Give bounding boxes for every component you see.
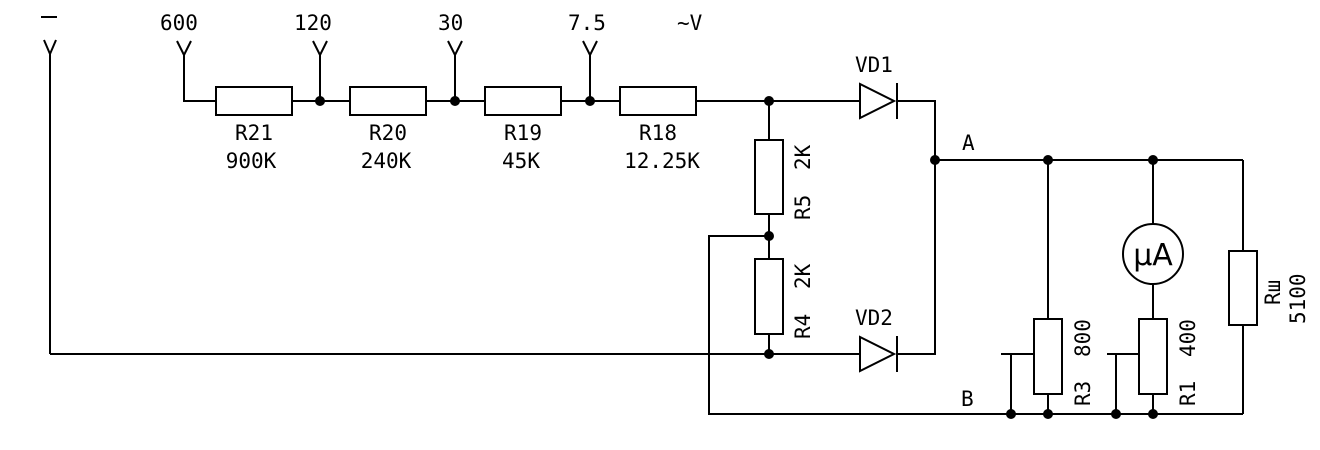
terminal-7-5 xyxy=(582,40,598,101)
r20-value: 240K xyxy=(361,149,412,173)
rsh-value: 5100 xyxy=(1286,273,1310,324)
node-b-label: B xyxy=(961,387,974,411)
terminal-30 xyxy=(447,40,463,101)
resistor-rsh xyxy=(1228,250,1258,326)
terminal-600 xyxy=(176,40,216,102)
r21-value: 900K xyxy=(226,149,277,173)
vd2-label: VD2 xyxy=(855,306,893,330)
resistor-r18 xyxy=(619,86,697,116)
midpoint-return-wire xyxy=(708,235,1243,415)
junction-7-5 xyxy=(585,96,595,106)
junction-120 xyxy=(315,96,325,106)
junction-r1-wiper xyxy=(1111,409,1121,419)
junction-r3-bottom xyxy=(1043,409,1053,419)
ac-volts-label: ~V xyxy=(677,11,703,35)
terminal-120 xyxy=(312,40,328,101)
r1-value: 400 xyxy=(1176,319,1200,357)
r3-value: 800 xyxy=(1071,319,1095,357)
resistor-r21 xyxy=(215,86,293,116)
junction-a xyxy=(930,155,940,165)
r1-name: R1 xyxy=(1176,381,1200,406)
r5-name: R5 xyxy=(791,195,815,220)
junction-r1-bottom xyxy=(1148,409,1158,419)
r18-value: 12.25K xyxy=(624,149,700,173)
resistor-r3 xyxy=(1033,318,1063,395)
terminal-600-label: 600 xyxy=(160,11,198,35)
diode-vd2 xyxy=(859,160,936,373)
r18-name: R18 xyxy=(639,121,677,145)
terminal-30-label: 30 xyxy=(438,11,463,35)
microammeter-label: µA xyxy=(1133,238,1173,273)
node-a-label: A xyxy=(962,131,975,155)
vd1-label: VD1 xyxy=(855,53,893,77)
r19-value: 45K xyxy=(502,149,540,173)
r20-name: R20 xyxy=(369,121,407,145)
r3-name: R3 xyxy=(1071,381,1095,406)
diode-vd1 xyxy=(859,82,936,160)
resistor-r1 xyxy=(1138,318,1168,395)
r4-name: R4 xyxy=(791,314,815,339)
terminal-7-5-label: 7.5 xyxy=(568,11,606,35)
r21-name: R21 xyxy=(235,121,273,145)
junction-30 xyxy=(450,96,460,106)
terminal-minus xyxy=(41,16,57,354)
resistor-r20 xyxy=(349,86,427,116)
resistor-r19 xyxy=(484,86,562,116)
r4-value: 2K xyxy=(791,263,815,289)
r19-name: R19 xyxy=(504,121,542,145)
rsh-name: Rш xyxy=(1261,280,1285,305)
junction-r3-wiper xyxy=(1006,409,1016,419)
terminal-120-label: 120 xyxy=(294,11,332,35)
resistor-r4 xyxy=(754,258,784,335)
r5-value: 2K xyxy=(791,144,815,170)
resistor-r5 xyxy=(754,139,784,215)
